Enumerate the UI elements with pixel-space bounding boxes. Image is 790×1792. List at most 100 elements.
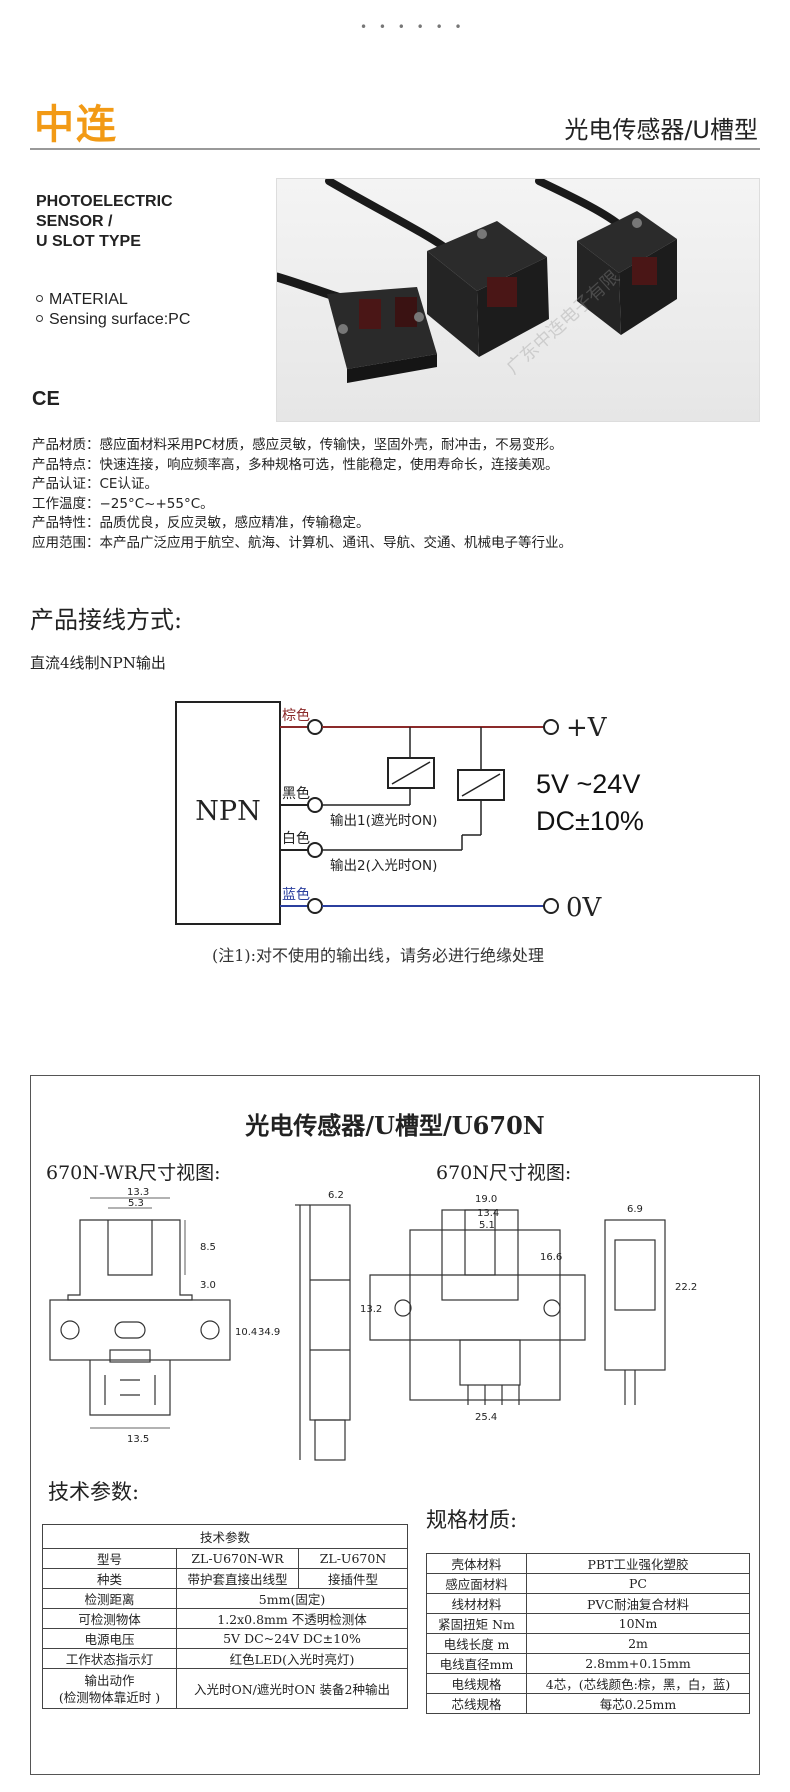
bullet-text: Sensing surface:PC — [49, 311, 191, 328]
relay1-slash — [391, 761, 431, 785]
relay1-icon — [387, 757, 435, 789]
table-row: 型号 ZL-U670N-WR ZL-U670N — [42, 1548, 408, 1569]
table-cell: 5mm(固定) — [176, 1588, 408, 1609]
right-side-dims: 6.9 22.2 — [627, 1204, 697, 1293]
plus-v-label: +V — [566, 713, 608, 743]
svg-text:25.4: 25.4 — [475, 1412, 497, 1423]
right-front-drawing — [369, 1209, 586, 1405]
table-row: 电源电压 5V DC~24V DC±10% — [42, 1628, 408, 1649]
table-cell: 电源电压 — [42, 1628, 177, 1649]
wiring-subheading: 直流4线制NPN输出 — [30, 654, 166, 672]
table-cell: 工作状态指示灯 — [42, 1648, 177, 1669]
table-row: 检测距离 5mm(固定) — [42, 1588, 408, 1609]
terminal-brown — [307, 719, 323, 735]
terminal-plus-v — [543, 719, 559, 735]
table-cell: 型号 — [42, 1548, 177, 1569]
svg-text:13.5: 13.5 — [127, 1434, 149, 1445]
svg-text:8.5: 8.5 — [200, 1242, 216, 1253]
spec-frame — [30, 1075, 760, 1775]
svg-text:19.0: 19.0 — [475, 1194, 497, 1205]
table-cell: 2m — [526, 1633, 750, 1654]
cell-line: 输出动作 — [84, 1672, 135, 1688]
npn-box — [175, 701, 281, 925]
bullet-circle-icon — [36, 295, 43, 302]
table-cell: PC — [526, 1573, 750, 1594]
svg-text:34.9: 34.9 — [258, 1327, 280, 1338]
tech-params-heading: 技术参数: — [48, 1480, 140, 1504]
svg-text:6.9: 6.9 — [627, 1204, 643, 1215]
bullet-item: MATERIAL — [36, 290, 190, 310]
svg-text:13.4: 13.4 — [477, 1208, 499, 1219]
brand-logo: 中连 — [34, 102, 118, 148]
table-cell: 电线规格 — [426, 1673, 527, 1694]
tech-params-table: 技术参数 型号 ZL-U670N-WR ZL-U670N 种类 带护套直接出线型… — [42, 1524, 408, 1709]
left-side-drawing — [295, 1204, 351, 1461]
page-title: 光电传感器/U槽型 — [564, 116, 758, 144]
right-view-title: 670N尺寸视图: — [436, 1162, 572, 1184]
ce-mark-icon: CE — [32, 388, 60, 410]
spec-line: 产品材质：感应面材料采用PC材质，感应灵敏，传输快，坚固外壳，耐冲击，不易变形。 — [32, 437, 563, 453]
table-row: 可检测物体 1.2x0.8mm 不透明检测体 — [42, 1608, 408, 1629]
product-photo — [272, 177, 760, 422]
svg-text:13.2: 13.2 — [360, 1304, 382, 1315]
zero-v-label: 0V — [566, 893, 603, 923]
table-cell: 每芯0.25mm — [526, 1693, 750, 1714]
right-side-drawing — [604, 1219, 666, 1405]
cell-line: (检测物体靠近时 ) — [58, 1689, 161, 1705]
svg-text:5.3: 5.3 — [128, 1198, 144, 1209]
terminal-white — [307, 842, 323, 858]
right-front-dims: 19.0 13.4 5.1 16.6 13.2 25.4 — [360, 1194, 562, 1423]
material-bullets: MATERIAL Sensing surface:PC — [36, 290, 190, 330]
voltage-label: 5V ~24V — [536, 769, 640, 799]
frame-title: 光电传感器/U槽型/U670N — [245, 1111, 545, 1140]
wiring-diagram: NPN 棕色 +V 黑色 输出1(遮光时ON) 白色 输出2(入光时ON) 5V… — [175, 701, 644, 925]
wiring-note: (注1):对不使用的输出线，请务必进行绝缘处理 — [212, 946, 545, 965]
sensor-2-icon — [427, 221, 549, 357]
svg-text:16.6: 16.6 — [540, 1252, 562, 1263]
table-cell: 5V DC~24V DC±10% — [176, 1628, 408, 1649]
spec-line: 产品认证：CE认证。 — [32, 476, 158, 492]
materials-heading: 规格材质: — [426, 1508, 518, 1532]
table-cell: 带护套直接出线型 — [176, 1568, 299, 1589]
dimension-drawings: 13.3 5.3 8.5 3.0 10.4 13.5 6.2 34.9 19.0… — [49, 1187, 697, 1461]
table-cell: 2.8mm+0.15mm — [526, 1653, 750, 1674]
wiring-heading: 产品接线方式: — [30, 606, 183, 634]
terminal-blue — [307, 898, 323, 914]
table-cell: 壳体材料 — [426, 1553, 527, 1574]
left-front-drawing — [49, 1219, 231, 1416]
table-row: 技术参数 — [42, 1524, 408, 1549]
sensor-3-icon — [577, 211, 677, 335]
output1-label: 输出1(遮光时ON) — [330, 813, 437, 829]
left-side-dims: 6.2 34.9 — [258, 1190, 344, 1338]
english-title-line: U SLOT TYPE — [36, 233, 141, 250]
table-caption: 技术参数 — [42, 1524, 408, 1549]
table-row: 输出动作 (检测物体靠近时 ) 入光时ON/遮光时ON 装备2种输出 — [42, 1668, 408, 1709]
table-cell: PBT工业强化塑胶 — [526, 1553, 750, 1574]
left-front-dims: 13.3 5.3 8.5 3.0 10.4 13.5 — [127, 1187, 257, 1445]
wire-label-white: 白色 — [282, 830, 310, 847]
left-front-dim-lines — [90, 1197, 186, 1429]
table-cell: 感应面材料 — [426, 1573, 527, 1594]
terminal-zero-v — [543, 898, 559, 914]
english-title-line: SENSOR / — [36, 213, 113, 230]
table-cell: 电线直径mm — [426, 1653, 527, 1674]
output2-label: 输出2(入光时ON) — [330, 858, 437, 874]
table-cell: 红色LED(入光时亮灯) — [176, 1648, 408, 1669]
table-cell: 入光时ON/遮光时ON 装备2种输出 — [176, 1668, 408, 1709]
page-dots: • • • • • • — [360, 20, 466, 34]
svg-text:13.3: 13.3 — [127, 1187, 149, 1198]
table-cell: ZL-U670N-WR — [176, 1548, 299, 1569]
wire-label-black: 黑色 — [282, 785, 310, 802]
tolerance-label: DC±10% — [536, 806, 644, 836]
left-view-title: 670N-WR尺寸视图: — [46, 1162, 221, 1184]
spec-line: 应用范围：本产品广泛应用于航空、航海、计算机、通讯、导航、交通、机械电子等行业。 — [32, 534, 572, 551]
sensor-photo-illustration — [272, 177, 677, 383]
table-cell: 输出动作 (检测物体靠近时 ) — [42, 1668, 177, 1709]
table-cell: 种类 — [42, 1568, 177, 1589]
